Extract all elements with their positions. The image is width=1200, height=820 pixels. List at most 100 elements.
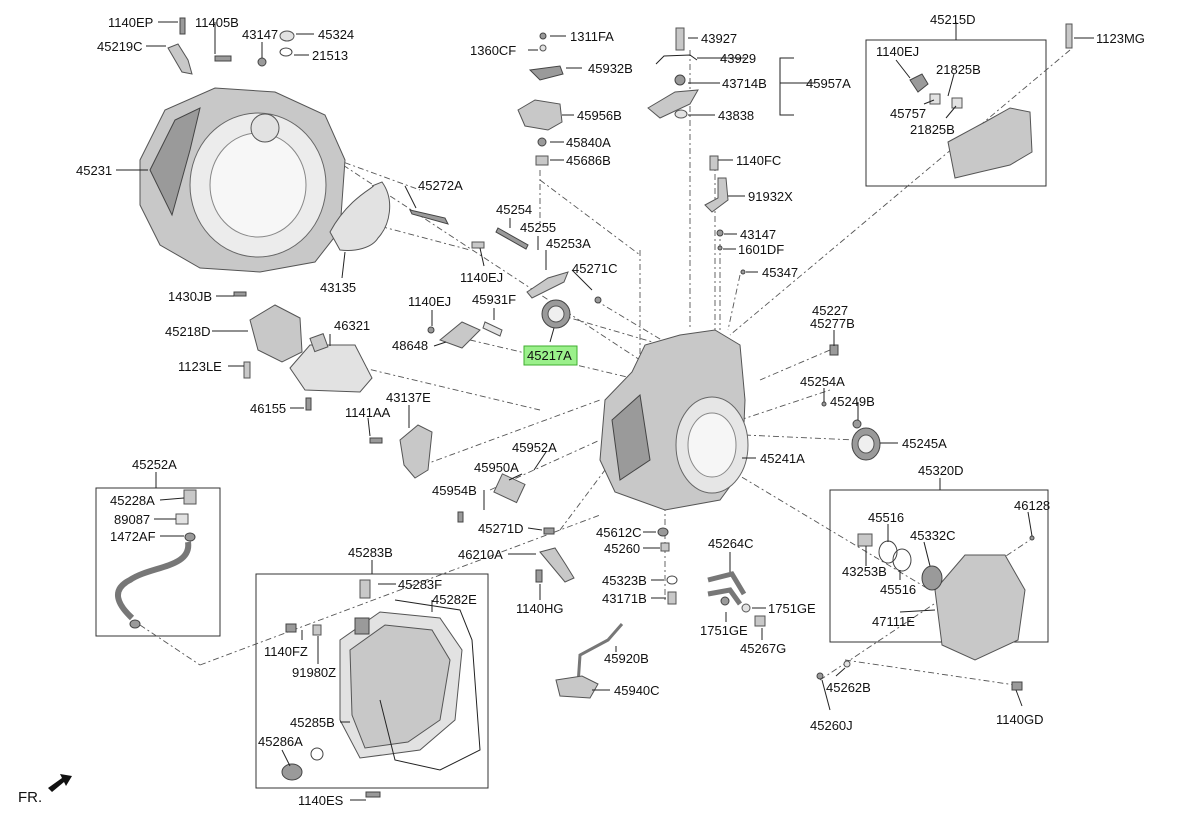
label-1140GD[interactable]: 1140GD (996, 712, 1043, 727)
label-1123LE[interactable]: 1123LE (178, 359, 222, 374)
label-45931F[interactable]: 45931F (472, 292, 516, 307)
label-45277B[interactable]: 45277B (810, 316, 855, 331)
label-45324[interactable]: 45324 (318, 27, 354, 42)
label-45932B[interactable]: 45932B (588, 61, 633, 76)
front-arrow-icon (48, 774, 72, 792)
label-46128[interactable]: 46128 (1014, 498, 1050, 513)
pin-45931F (482, 321, 503, 337)
label-1141AA[interactable]: 1141AA (345, 405, 391, 420)
label-45612C[interactable]: 45612C (596, 525, 642, 540)
label-1360CF[interactable]: 1360CF (470, 43, 516, 58)
label-45215D[interactable]: 45215D (930, 12, 976, 27)
label-1751GE-b[interactable]: 1751GE (700, 623, 748, 638)
label-45323B[interactable]: 45323B (602, 573, 647, 588)
label-46155[interactable]: 46155 (250, 401, 286, 416)
label-91980Z[interactable]: 91980Z (292, 665, 336, 680)
label-45231[interactable]: 45231 (76, 163, 112, 178)
label-45920B[interactable]: 45920B (604, 651, 649, 666)
label-1430JB[interactable]: 1430JB (168, 289, 212, 304)
highlight-45217A (523, 345, 578, 366)
label-1123MG[interactable]: 1123MG (1096, 31, 1145, 46)
label-46321[interactable]: 46321 (334, 318, 370, 333)
label-45516-a[interactable]: 45516 (868, 510, 904, 525)
part-labels: 1140EP 11405B 45219C 43147 45324 21513 4… (18, 12, 1145, 808)
label-43147-b[interactable]: 43147 (740, 227, 776, 242)
label-89087[interactable]: 89087 (114, 512, 150, 527)
label-45260J[interactable]: 45260J (810, 718, 853, 733)
label-1601DF[interactable]: 1601DF (738, 242, 784, 257)
label-45264C[interactable]: 45264C (708, 536, 754, 551)
label-45219C[interactable]: 45219C (97, 39, 143, 54)
label-45957A[interactable]: 45957A (806, 76, 851, 91)
label-45283B[interactable]: 45283B (348, 545, 393, 560)
label-1751GE-a[interactable]: 1751GE (768, 601, 816, 616)
label-45757[interactable]: 45757 (890, 106, 926, 121)
label-45271D[interactable]: 45271D (478, 521, 524, 536)
label-21825B-b[interactable]: 21825B (910, 122, 955, 137)
label-45267G[interactable]: 45267G (740, 641, 786, 656)
label-43838[interactable]: 43838 (718, 108, 754, 123)
label-11405B[interactable]: 11405B (195, 15, 239, 30)
label-45686B[interactable]: 45686B (566, 153, 611, 168)
label-45254A[interactable]: 45254A (800, 374, 845, 389)
label-45260[interactable]: 45260 (604, 541, 640, 556)
label-45283F[interactable]: 45283F (398, 577, 442, 592)
lever-48648 (439, 321, 481, 349)
label-45245A[interactable]: 45245A (902, 436, 947, 451)
label-43929[interactable]: 43929 (720, 51, 756, 66)
label-45218D[interactable]: 45218D (165, 324, 211, 339)
converter-housing-45231 (139, 87, 346, 273)
label-1311FA[interactable]: 1311FA (570, 29, 614, 44)
label-48648[interactable]: 48648 (392, 338, 428, 353)
label-45217A[interactable]: 45217A (527, 348, 572, 363)
transaxle-case-45241A (599, 329, 749, 511)
label-45249B[interactable]: 45249B (830, 394, 875, 409)
label-43135[interactable]: 43135 (320, 280, 356, 295)
label-45950A[interactable]: 45950A (474, 460, 519, 475)
label-45272A[interactable]: 45272A (418, 178, 463, 193)
label-45227[interactable]: 45227 (812, 303, 848, 318)
label-45956B[interactable]: 45956B (577, 108, 622, 123)
oil-deflector-43135 (329, 181, 391, 251)
label-45241A[interactable]: 45241A (760, 451, 805, 466)
label-43171B[interactable]: 43171B (602, 591, 647, 606)
label-43714B[interactable]: 43714B (722, 76, 767, 91)
label-1140FC[interactable]: 1140FC (736, 153, 781, 168)
label-1140EJ-a[interactable]: 1140EJ (460, 270, 503, 285)
label-45940C[interactable]: 45940C (614, 683, 660, 698)
label-1140HG[interactable]: 1140HG (516, 601, 563, 616)
oil-seal-45217A (541, 299, 571, 329)
label-43137E[interactable]: 43137E (386, 390, 431, 405)
label-45271C[interactable]: 45271C (572, 261, 618, 276)
label-47111E[interactable]: 47111E (872, 614, 915, 629)
label-45286A[interactable]: 45286A (258, 734, 303, 749)
label-1140ES[interactable]: 1140ES (298, 793, 344, 808)
label-45252A[interactable]: 45252A (132, 457, 177, 472)
label-45262B[interactable]: 45262B (826, 680, 871, 695)
label-45952A[interactable]: 45952A (512, 440, 557, 455)
label-1140EP[interactable]: 1140EP (108, 15, 153, 30)
label-21825B-a[interactable]: 21825B (936, 62, 981, 77)
label-1140EJ-b[interactable]: 1140EJ (408, 294, 451, 309)
label-1472AF[interactable]: 1472AF (110, 529, 156, 544)
label-43147-a[interactable]: 43147 (242, 27, 278, 42)
label-46210A[interactable]: 46210A (458, 547, 503, 562)
label-21513[interactable]: 21513 (312, 48, 348, 63)
label-91932X[interactable]: 91932X (748, 189, 793, 204)
label-45840A[interactable]: 45840A (566, 135, 611, 150)
label-45254[interactable]: 45254 (496, 202, 532, 217)
label-45516-b[interactable]: 45516 (880, 582, 916, 597)
label-45228A[interactable]: 45228A (110, 493, 155, 508)
label-45332C[interactable]: 45332C (910, 528, 956, 543)
label-43253B[interactable]: 43253B (842, 564, 887, 579)
label-45282E[interactable]: 45282E (432, 592, 477, 607)
label-1140EJ-c[interactable]: 1140EJ (876, 44, 919, 59)
label-45347[interactable]: 45347 (762, 265, 798, 280)
label-43927[interactable]: 43927 (701, 31, 737, 46)
label-45253A[interactable]: 45253A (546, 236, 591, 251)
label-45320D[interactable]: 45320D (918, 463, 964, 478)
label-45255[interactable]: 45255 (520, 220, 556, 235)
label-1140FZ[interactable]: 1140FZ (264, 644, 308, 659)
label-45954B[interactable]: 45954B (432, 483, 477, 498)
label-45285B[interactable]: 45285B (290, 715, 335, 730)
